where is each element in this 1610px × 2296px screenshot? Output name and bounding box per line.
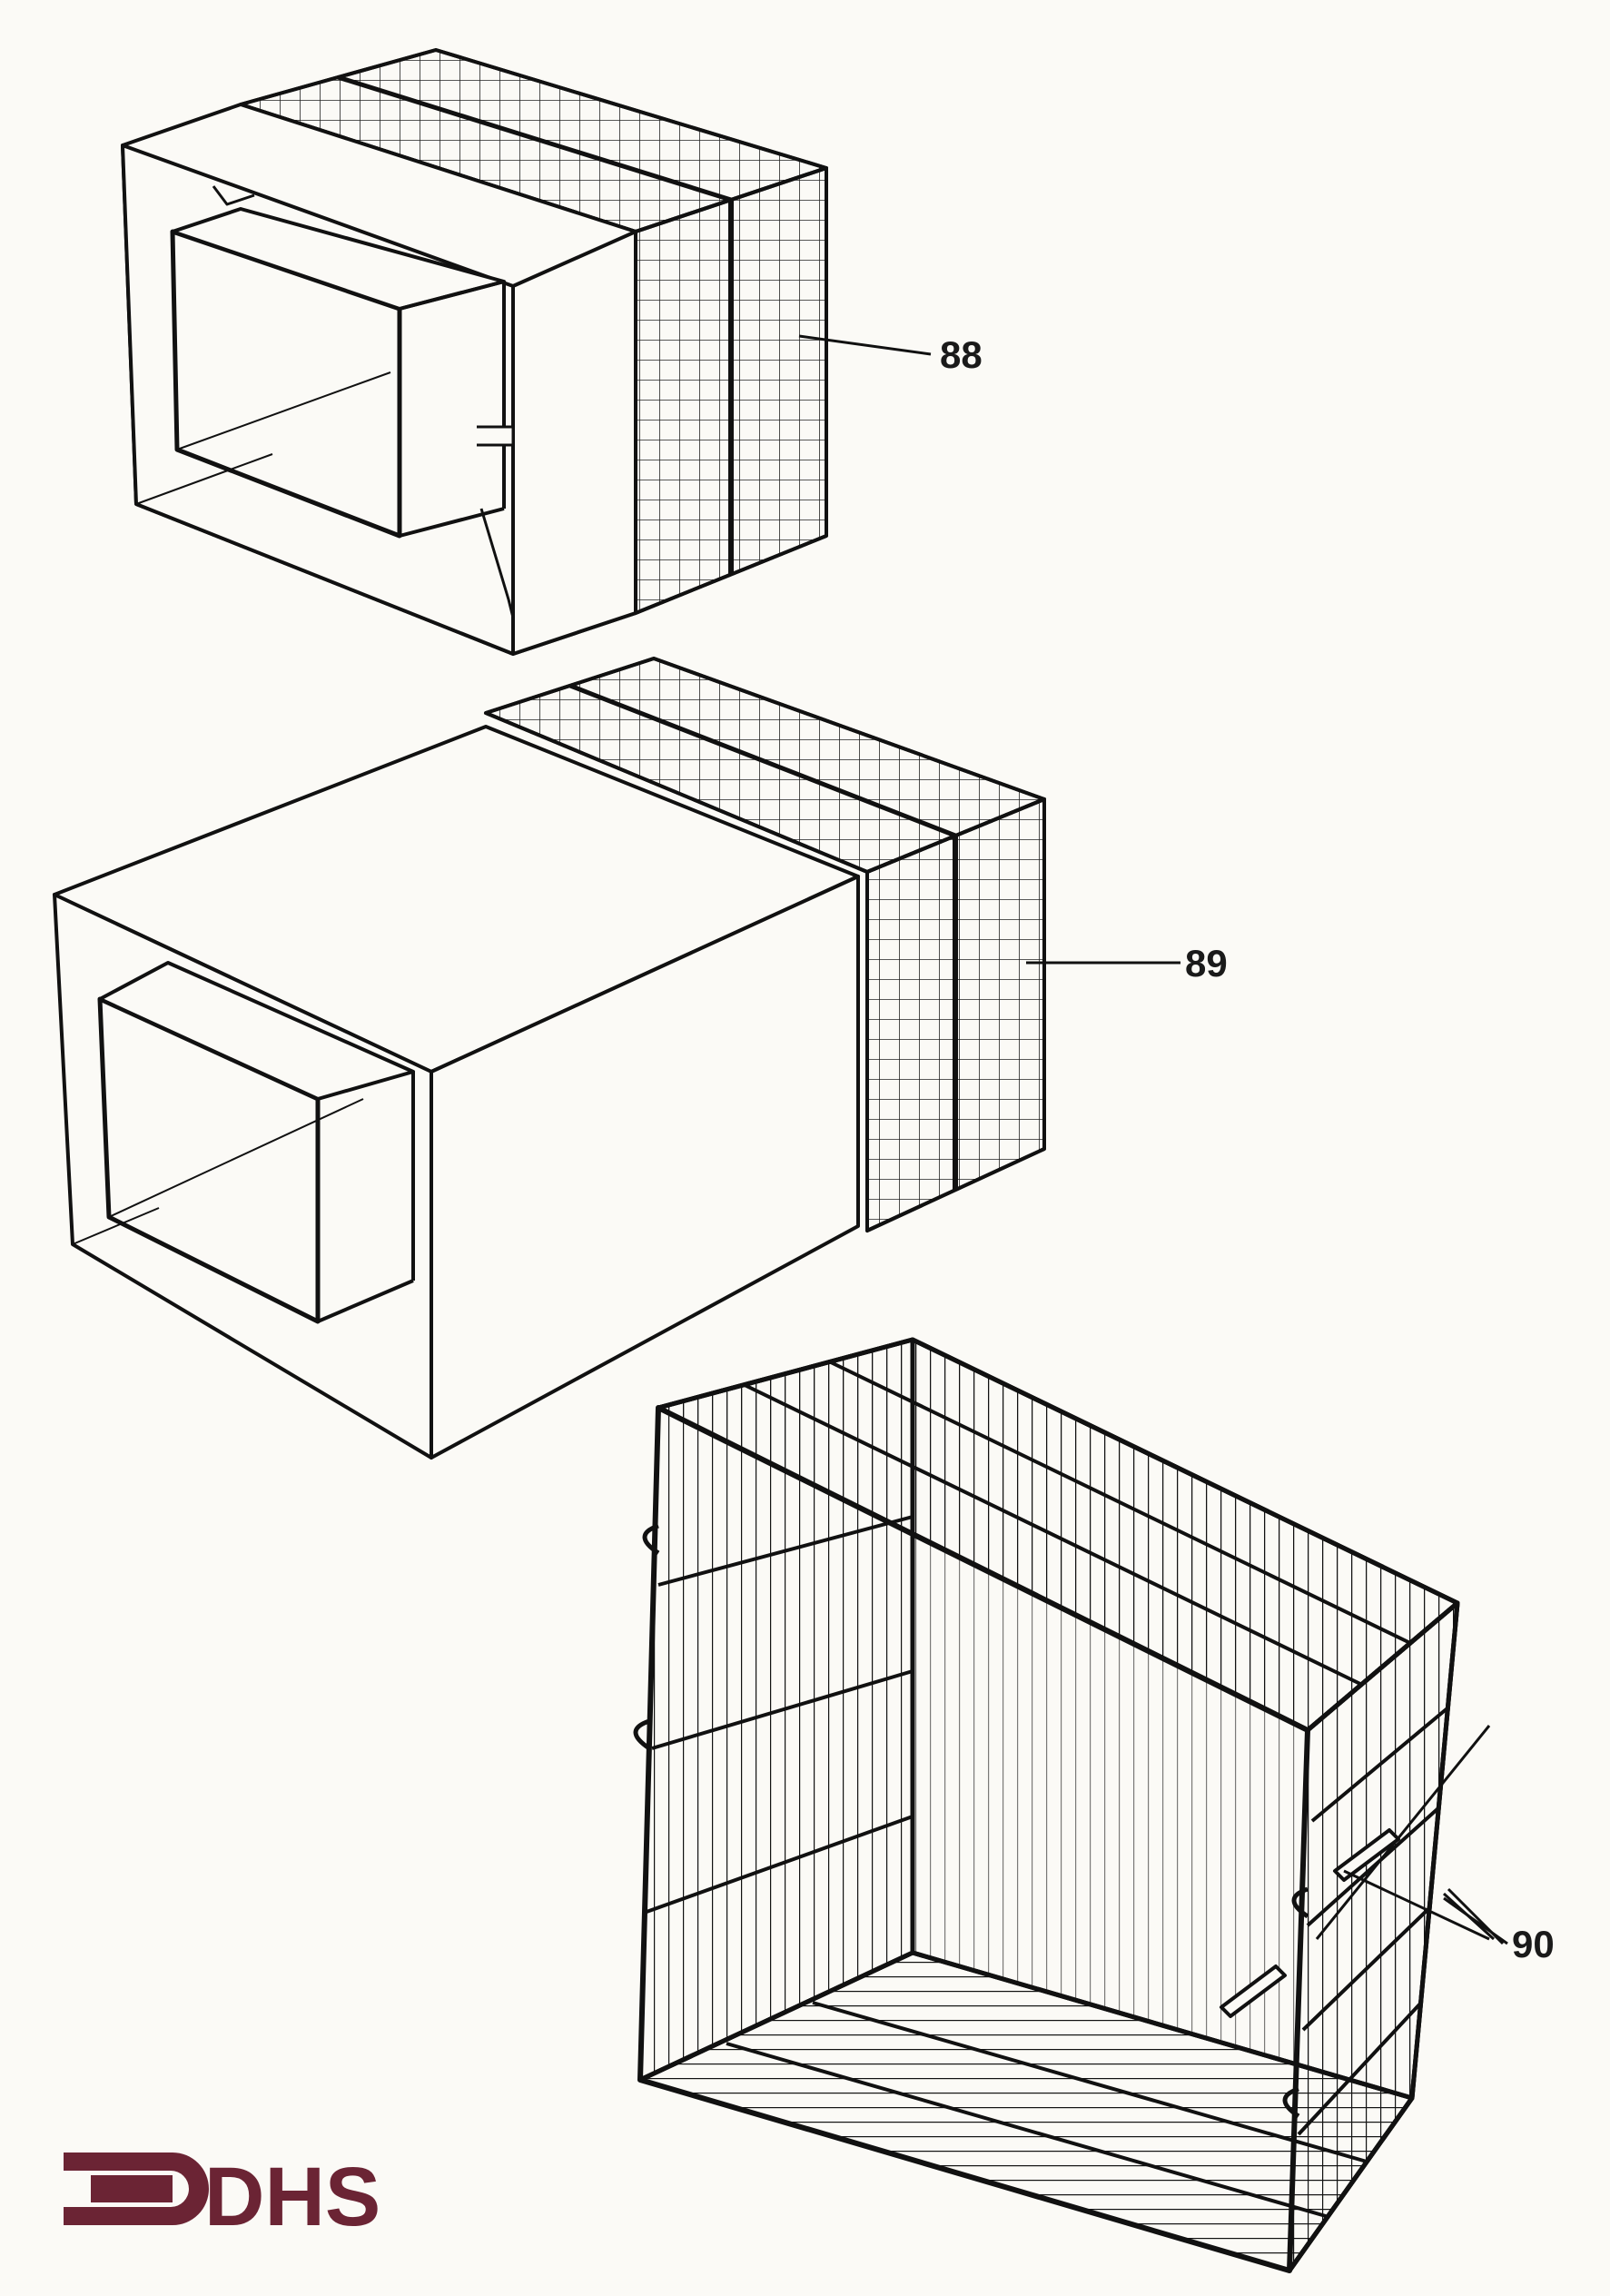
callout-90: 90 <box>1315 1725 1555 1965</box>
logo-arrow-mark <box>64 2152 209 2225</box>
dhs-logo: DHS <box>64 2151 380 2243</box>
callout-label-88: 88 <box>940 333 983 376</box>
callout-89: 89 <box>1026 942 1228 985</box>
callout-label-89: 89 <box>1185 942 1228 985</box>
part-88-filter-housing <box>121 48 828 656</box>
callout-88: 88 <box>798 333 983 376</box>
part-89-filter-housing <box>53 657 1046 1460</box>
callout-label-90: 90 <box>1512 1923 1555 1965</box>
part-90-wire-cage <box>633 1337 1460 2273</box>
logo-text: DHS <box>204 2151 380 2243</box>
